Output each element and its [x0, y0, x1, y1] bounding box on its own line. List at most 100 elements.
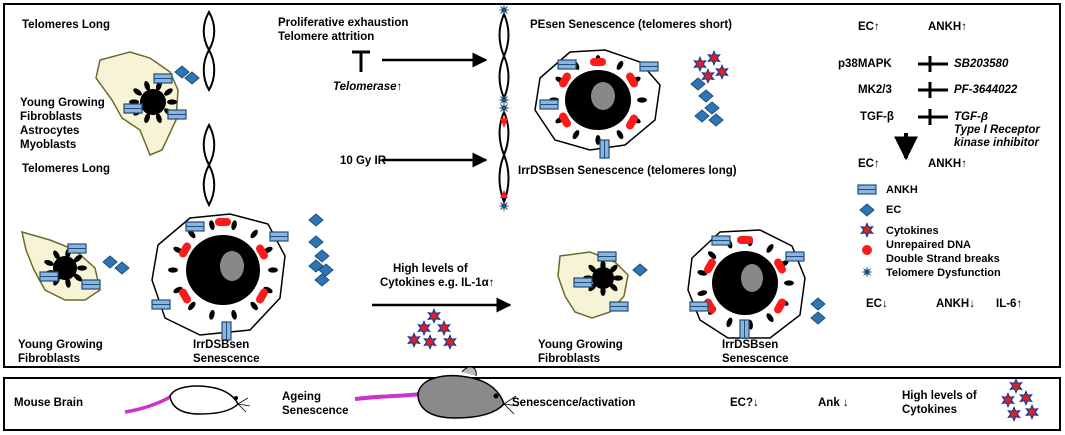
ec-icon	[308, 235, 324, 249]
chromatin-fragment	[133, 88, 142, 96]
label-mouse-brain: Mouse Brain	[14, 397, 84, 409]
chromatin-fragment	[129, 99, 139, 105]
legend-cytokines: Cytokines	[886, 225, 939, 237]
chromatin-fragment	[600, 286, 606, 296]
dsb-icon	[559, 112, 571, 128]
cytokine-icon	[407, 331, 421, 349]
label-ageing: Ageing	[282, 391, 321, 403]
cytokine-icon	[1019, 389, 1033, 407]
label-ankh-up-2: ANKH↑	[928, 158, 967, 170]
chromatin-fragment	[44, 259, 54, 266]
dsb-icon	[559, 72, 571, 88]
cell-details	[39, 49, 826, 341]
chromatin-fragment	[697, 290, 708, 296]
legend-dna-1: Unrepaired DNA	[886, 239, 971, 251]
label-senescence-activation: Senescence/activation	[512, 397, 636, 409]
label-telomeres-long-2: Telomeres Long	[22, 163, 110, 175]
ec-icon	[174, 65, 190, 79]
ec-icon	[632, 263, 648, 277]
label-senescence: Senescence	[282, 405, 349, 417]
top-panel-frame	[3, 3, 1061, 368]
cytokine-icon	[423, 333, 437, 351]
chromatin-fragment	[155, 113, 162, 124]
chromatin-fragment	[167, 99, 177, 105]
cytokine-icon	[427, 307, 441, 325]
label-ec-down: EC↓	[866, 298, 888, 310]
irrdsbsen-cell-right	[687, 229, 806, 339]
chromatin-fragment	[250, 229, 258, 239]
ec-icon	[314, 249, 330, 263]
cytokine-icon	[707, 49, 721, 67]
ec-icon	[690, 77, 706, 91]
dsb-icon	[626, 114, 638, 130]
label-p38mapk: p38MAPK	[838, 58, 892, 70]
label-high-levels-bottom: High levels of	[902, 390, 977, 402]
chromatin-fragment	[616, 130, 624, 140]
chromatin-fragment	[168, 267, 178, 273]
telomere-dysfunction-icon	[861, 266, 873, 278]
ec-icon	[184, 71, 200, 85]
chromatin-fragment	[609, 283, 618, 292]
label-tgfb-inhibitor-1: TGF-β	[954, 111, 988, 123]
legend-dsb-glyph	[862, 245, 872, 255]
chromatin-fragment	[250, 301, 258, 311]
dsb-icon	[179, 288, 191, 304]
legend-dna-2: Double Strand breaks	[886, 253, 1000, 265]
chromatin-fragment	[268, 267, 278, 273]
label-ankh-down: ANKH↓	[936, 298, 975, 310]
inhibition-sb203580	[918, 56, 948, 72]
label-ec-question: EC?↓	[730, 397, 759, 409]
label-irrdsbsen-right: IrrDSBsen	[722, 339, 779, 351]
dsb-icon	[179, 242, 191, 258]
bottom-cytokines	[1001, 377, 1039, 423]
chromatin-fragment	[144, 113, 151, 124]
label-telomerase: Telomerase↑	[333, 81, 403, 93]
chromatin-fragment	[600, 260, 606, 270]
telomere-dysfunction-icon	[498, 200, 510, 212]
chromatin-fragment	[188, 301, 196, 311]
mouse-grey	[354, 366, 505, 419]
dsb-icon	[256, 244, 268, 260]
inhibition-telomerase	[352, 50, 370, 72]
ec-icon	[308, 259, 324, 273]
legend-ankh: ANKH	[886, 184, 918, 196]
chromatin-fragment	[65, 277, 71, 288]
telomere-dysfunction-icon	[498, 102, 510, 114]
label-young-growing-left: Young Growing	[18, 339, 103, 351]
chromosome-long-bottom	[202, 122, 216, 208]
whisker	[237, 403, 247, 413]
cytokine-icon	[437, 319, 451, 337]
chromatin-fragment	[637, 97, 647, 103]
cytokine-icon	[417, 319, 431, 337]
label-proliferative-exhaustion: Proliferative exhaustion	[278, 17, 409, 29]
dsb-icon	[774, 298, 786, 314]
chromatin-fragment	[209, 309, 215, 320]
ec-icon	[708, 113, 724, 127]
ec-icon	[102, 255, 118, 269]
legend-ankh-glyph	[857, 184, 877, 195]
ec-icon	[308, 213, 324, 227]
dsb-icon	[704, 258, 716, 274]
chromatin-fragment	[726, 317, 733, 328]
legend-telomere-glyph	[861, 266, 873, 278]
dsb-icon	[774, 258, 786, 274]
label-sb203580: SB203580	[954, 58, 1009, 70]
chromatin-fragment	[231, 309, 237, 320]
dsb-icon	[626, 72, 638, 88]
chromatin-fragment	[766, 244, 774, 253]
label-telomere-attrition: Telomere attrition	[278, 31, 375, 43]
label-irrdsb-title: IrrDSBsen Senescence (telomeres long)	[518, 165, 737, 177]
dsb-icon	[256, 288, 268, 304]
label-fibroblasts-left: Fibroblasts	[18, 353, 80, 365]
label-il6-up: IL-6↑	[996, 298, 1023, 310]
chromatin-fragment	[588, 264, 597, 273]
legend-ec: EC	[886, 204, 902, 216]
mouse-whiskers	[237, 395, 519, 415]
label-tgfb-inhibitor-3: kinase inhibitor	[954, 137, 1039, 149]
whisker	[237, 397, 249, 405]
legend-ec-glyph	[859, 203, 875, 217]
inhibition-tgfb	[918, 109, 948, 125]
chromatin-fragment	[164, 88, 173, 96]
label-fibroblasts-right: Fibroblasts	[538, 353, 600, 365]
